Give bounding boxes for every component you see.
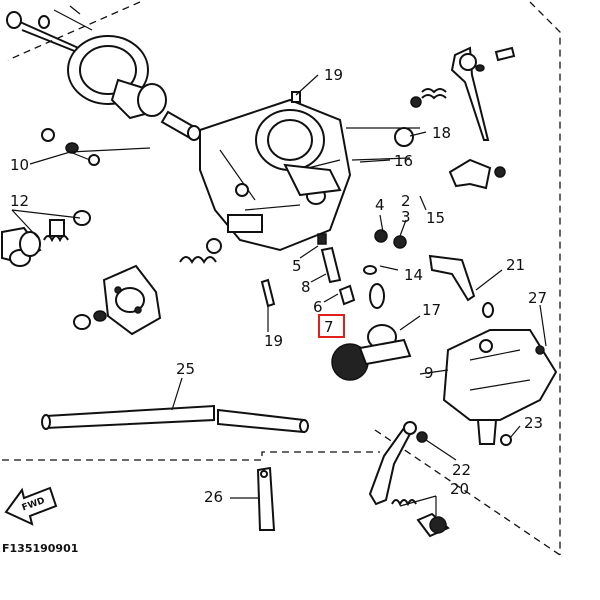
callout-5: 5: [292, 257, 302, 275]
callout-22: 23: [524, 414, 543, 432]
fuel-fitting: [428, 254, 545, 355]
bottom-lever: [368, 421, 512, 506]
callout-26: 26: [204, 488, 223, 506]
callout-19: 19: [264, 332, 283, 350]
adjust-screws: [391, 499, 450, 538]
clip: [256, 466, 276, 531]
choke-plate: [73, 264, 162, 336]
throttle-lever: [450, 46, 516, 141]
hose: [41, 404, 309, 434]
callout-16: 17: [422, 301, 441, 319]
callout-12: 12: [10, 192, 29, 210]
jets-and-needles: [260, 229, 407, 309]
callout-18: 19: [324, 66, 343, 84]
highlighted-callout: 7: [318, 314, 345, 338]
callout-2: 2: [401, 192, 411, 210]
callout-21: 21: [506, 256, 525, 274]
callout-10: 10: [10, 156, 29, 174]
callout-8: 8: [301, 278, 311, 296]
dashed-frame: [2, 1, 561, 556]
callout-17: 18: [432, 124, 451, 142]
vacuum-piston: [67, 35, 201, 141]
float-chamber: [442, 329, 558, 445]
callout-20: 20: [450, 480, 469, 498]
float-assembly: [331, 324, 412, 381]
callout-15: 16: [394, 152, 413, 170]
bracket: [448, 158, 506, 190]
forward-arrow-icon: FWD: [4, 486, 58, 526]
callout-25: 25: [176, 360, 195, 378]
diagram-identifier: F135190901: [2, 542, 78, 555]
callout-13: 14: [404, 266, 423, 284]
callout-4: 4: [375, 196, 385, 214]
callout-14: 15: [426, 209, 445, 227]
callout-23: 22: [452, 461, 471, 479]
left-parts: [0, 128, 100, 267]
callout-6: 6: [313, 298, 323, 316]
callout-3: 3: [401, 208, 411, 226]
carburetor-body: [199, 91, 352, 252]
callout-numbers: 19 18 16 10 12 4 2 3 15 14 21 27 17 9 5 …: [10, 66, 547, 506]
leader-lines: [11, 74, 547, 516]
callout-27: 27: [528, 289, 547, 307]
callout-9: 9: [424, 364, 434, 382]
springs: [179, 88, 447, 264]
callout-7: 7: [324, 318, 334, 336]
